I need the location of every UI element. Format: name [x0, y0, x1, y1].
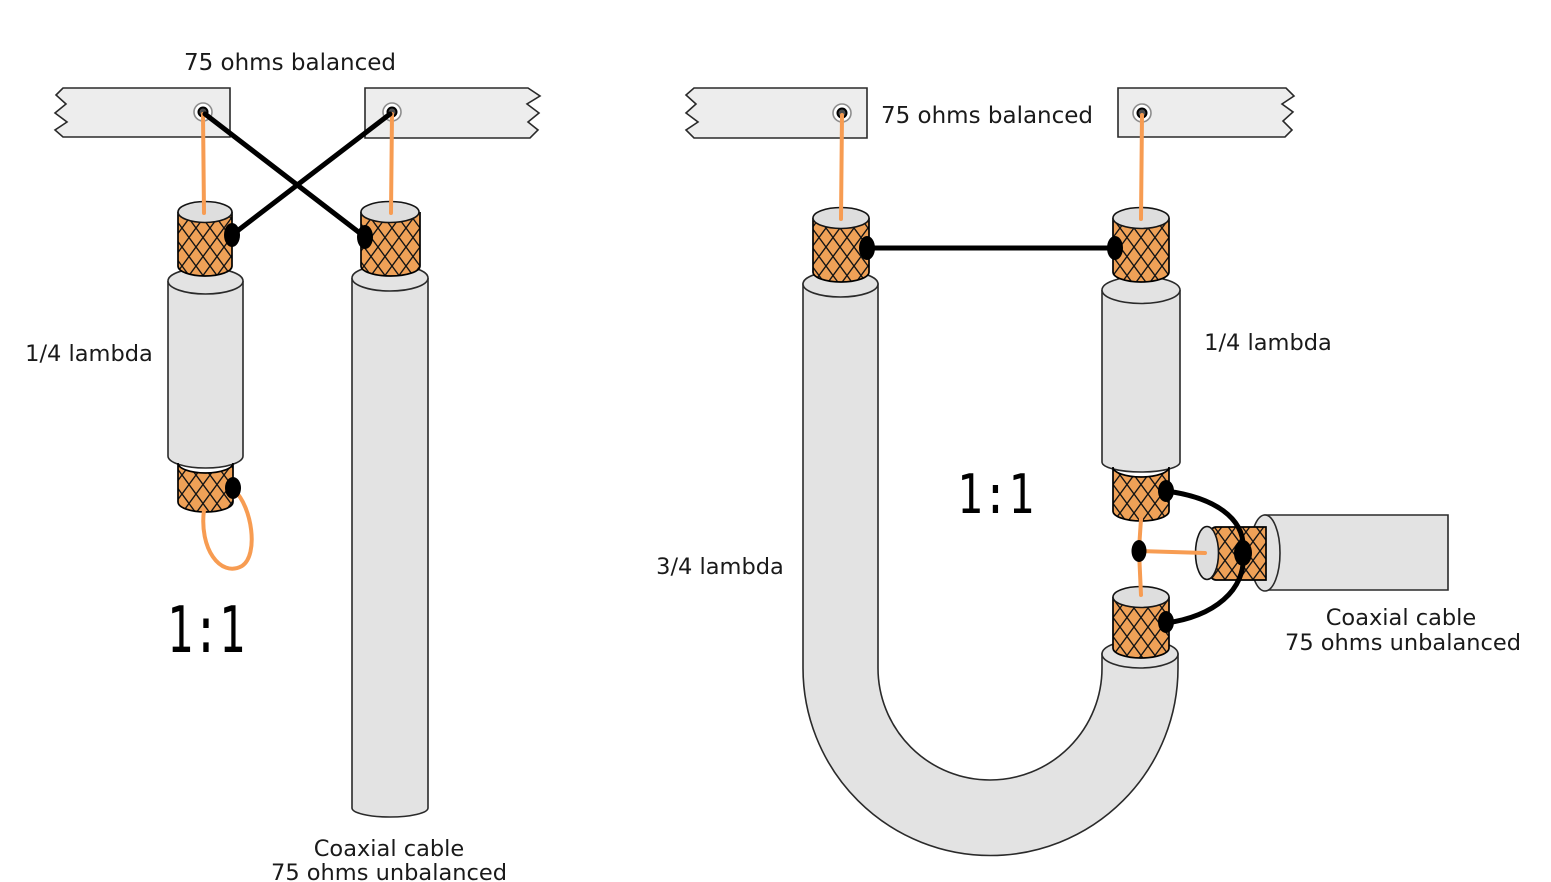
- solder-joint-dot: [1158, 480, 1174, 502]
- coax-jacket: [1101, 290, 1181, 473]
- coax-cable-label-line1: Coaxial cable: [1326, 605, 1477, 631]
- coax-braid-bottom: [177, 462, 234, 513]
- center-conductor-wire-right: [1139, 113, 1144, 221]
- u-cable-braid-right: [1112, 597, 1170, 659]
- ratio-label: 1:1: [167, 594, 245, 668]
- coax-braid-top: [1112, 218, 1170, 283]
- right-balun-diagram: 75 ohms balanced 1/4 lambda 3/4 lambda 1…: [656, 87, 1521, 857]
- three-quarter-wave-u-cable: [802, 206, 1179, 857]
- coax-cable-label-line1: Coaxial cable: [314, 836, 465, 862]
- antenna-element-right: [1117, 87, 1296, 138]
- u-cable-braid-left: [812, 218, 870, 283]
- junction-dot: [1131, 540, 1147, 562]
- antenna-element-left: [53, 87, 231, 138]
- solder-joint-dot: [1107, 236, 1123, 260]
- coax-braid-top: [360, 212, 421, 277]
- jumper-wire-cross-1: [202, 111, 368, 240]
- coax-braid-top: [177, 212, 233, 277]
- coax-cable-label-line2: 75 ohms unbalanced: [1285, 630, 1521, 656]
- feedline-coax: [1194, 514, 1449, 592]
- quarter-lambda-label: 1/4 lambda: [1204, 330, 1332, 356]
- solder-joint-dot: [225, 477, 241, 499]
- quarter-lambda-label: 1/4 lambda: [25, 341, 153, 367]
- balanced-label: 75 ohms balanced: [881, 103, 1093, 129]
- solder-joint-dot: [224, 223, 240, 247]
- solder-joint-dot: [1234, 540, 1252, 566]
- solder-joint-dot: [357, 225, 373, 249]
- coax-jacket: [351, 278, 429, 818]
- three-quarter-lambda-label: 3/4 lambda: [656, 554, 784, 580]
- center-conductor-wire-left: [839, 113, 844, 221]
- solder-joint-dot: [859, 236, 875, 260]
- antenna-element-left: [684, 87, 868, 139]
- balanced-label: 75 ohms balanced: [184, 50, 396, 76]
- coax-jacket: [1264, 514, 1449, 591]
- jumper-wire-cross-2: [229, 111, 393, 238]
- junction-wire-to-feedline: [1137, 549, 1207, 555]
- quarter-wave-stub: [167, 200, 244, 513]
- center-conductor-wire-right: [389, 112, 394, 215]
- feedline-coax: [351, 200, 429, 818]
- coax-jacket: [167, 281, 244, 469]
- coax-braid-bottom: [1112, 466, 1170, 522]
- center-conductor-wire-left: [201, 112, 206, 215]
- antenna-element-right: [364, 87, 542, 139]
- solder-joint-dot: [1158, 611, 1174, 633]
- coax-cable-label-line2: 75 ohms unbalanced: [271, 860, 507, 882]
- ratio-label: 1:1: [957, 463, 1034, 526]
- center-conductor-loop: [201, 488, 254, 571]
- left-balun-diagram: 75 ohms balanced 1/4 lambda 1:1 Coaxial …: [25, 50, 542, 882]
- quarter-wave-stub: [1101, 206, 1181, 522]
- u-cable-jacket: [802, 283, 1179, 857]
